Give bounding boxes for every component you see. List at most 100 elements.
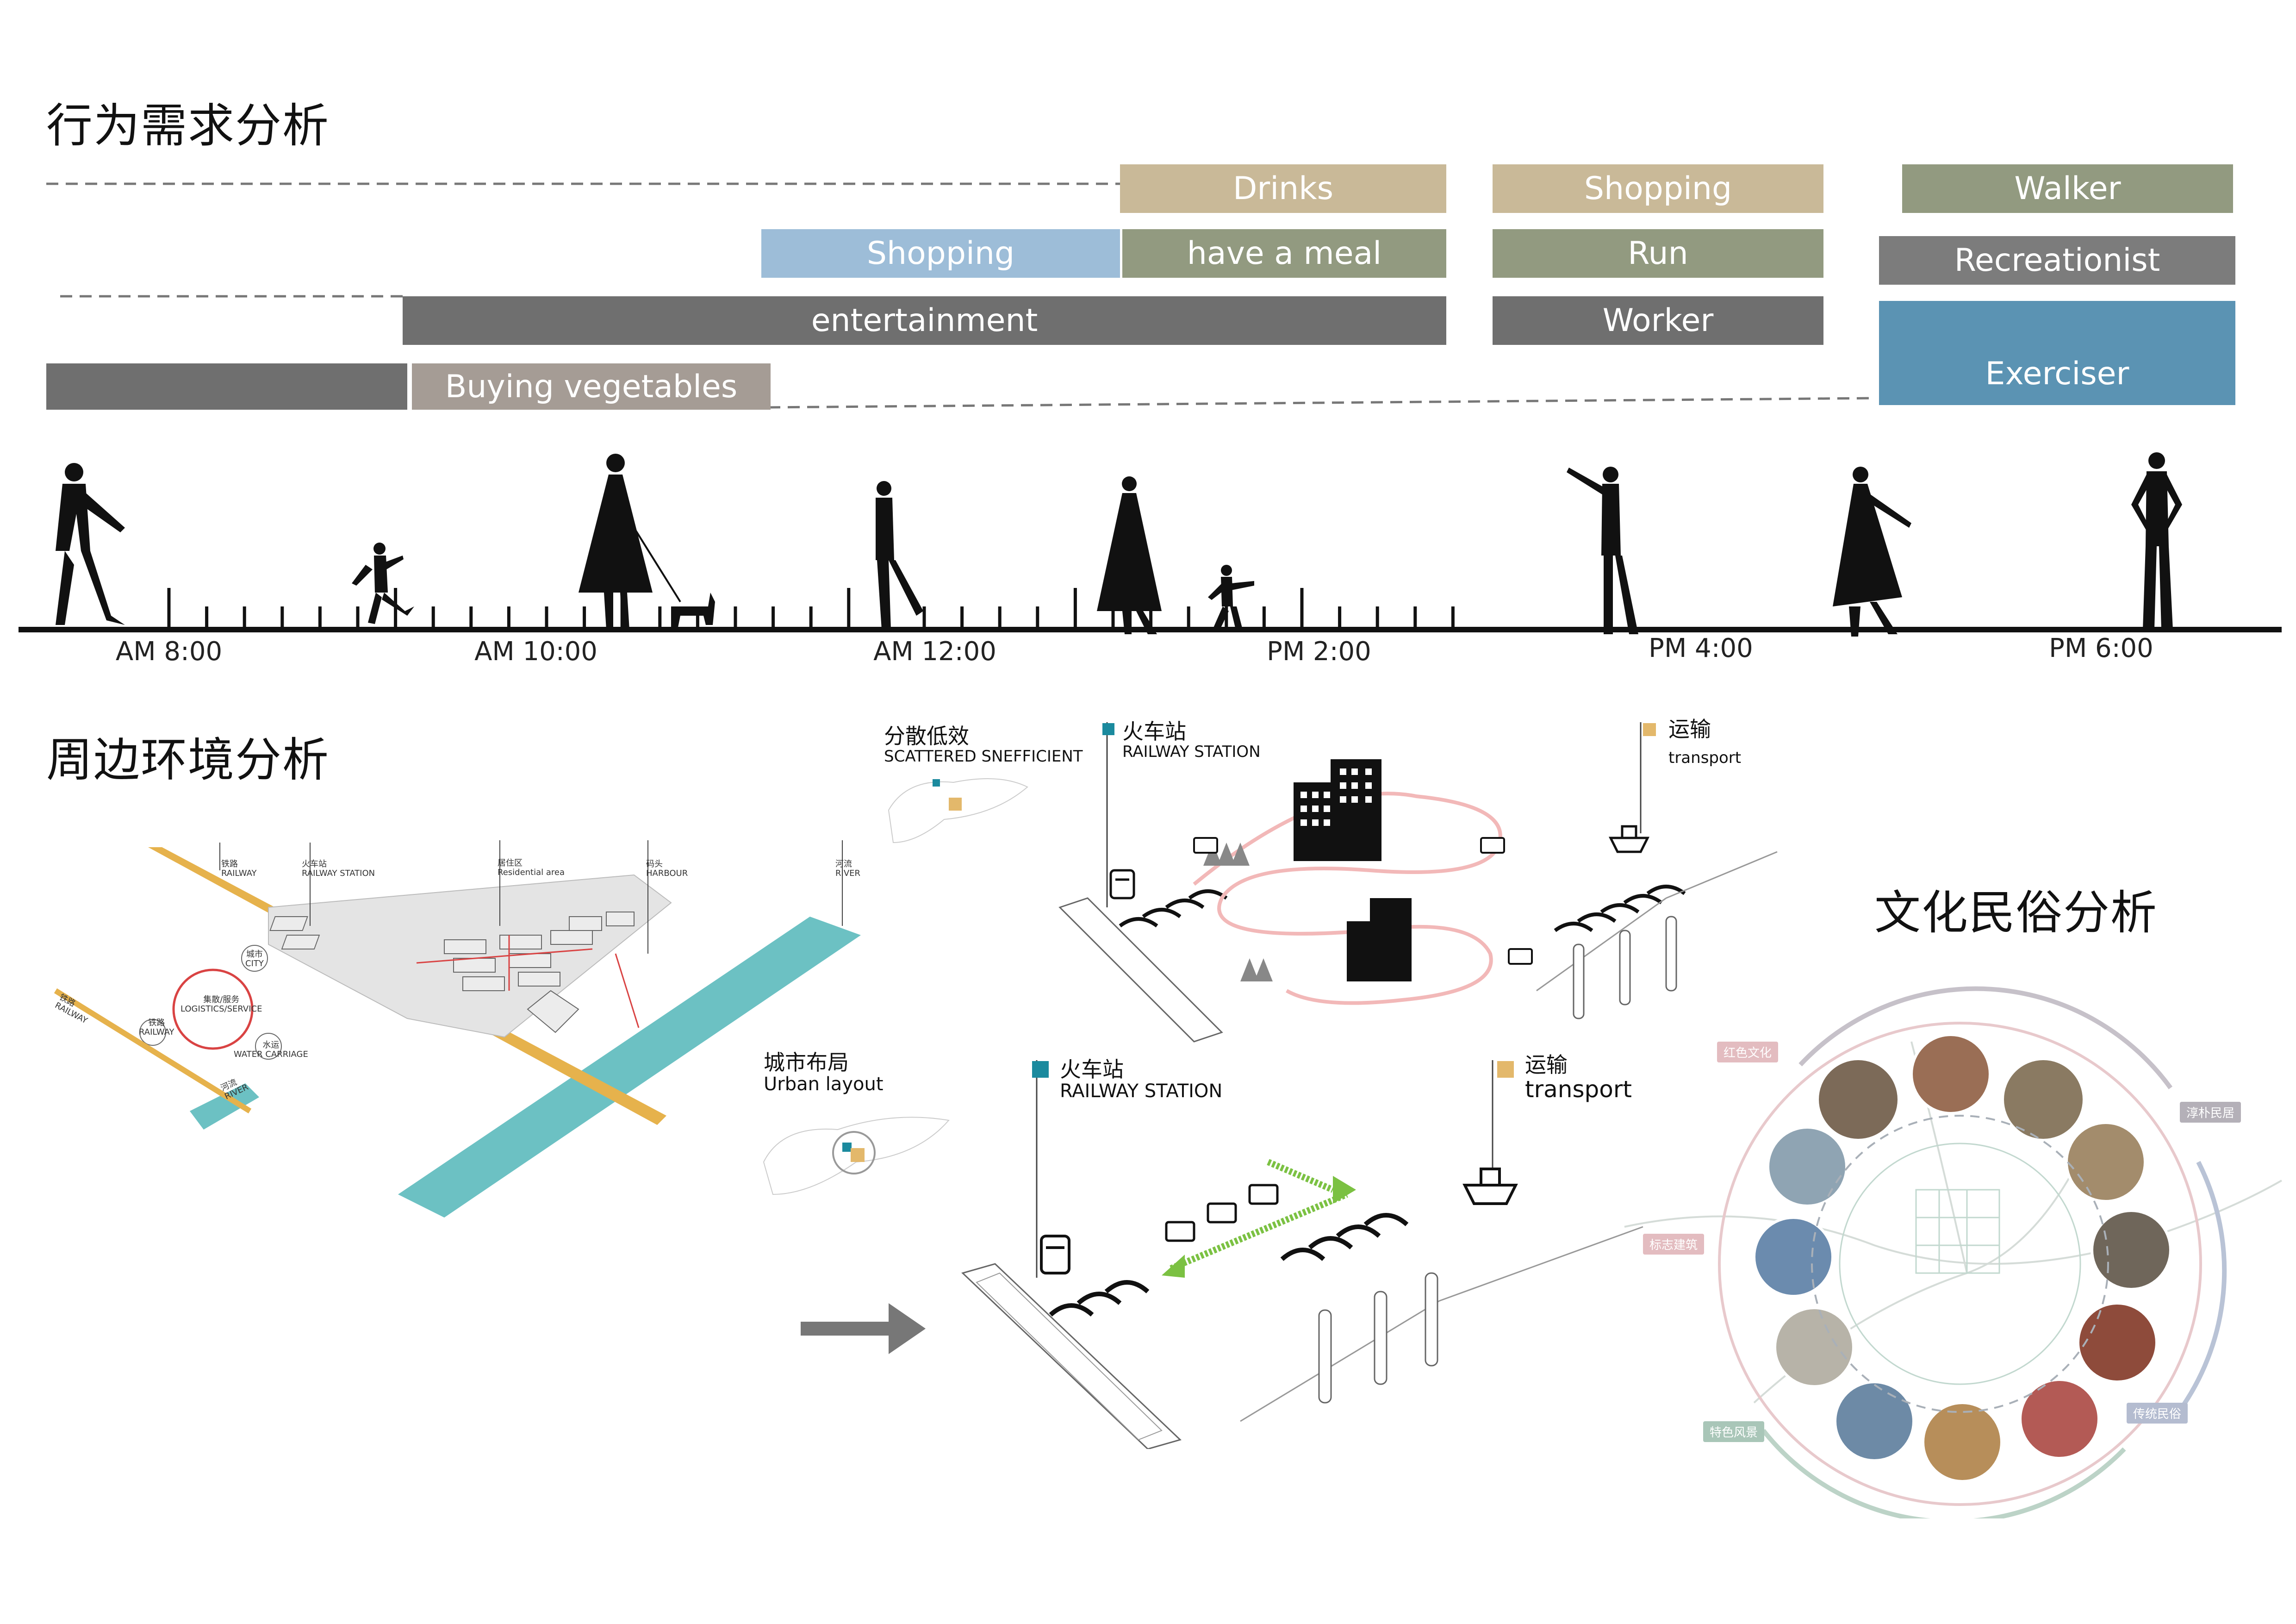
warehouse-rows-right <box>1280 1213 1409 1261</box>
photo-scenery-2 <box>1834 1380 1915 1462</box>
photo-folk-house-2 <box>2065 1121 2147 1203</box>
bar-worker: Worker <box>1493 296 1823 345</box>
warehouse-rows-left <box>1119 889 1228 928</box>
woman-walking-dog-icon <box>579 454 715 630</box>
scattered-label: 分散低效 SCATTERED SNEFFICIENT <box>884 724 1083 766</box>
photo-landmark-2 <box>1753 1216 1834 1298</box>
dashed-guides <box>46 182 1875 409</box>
river <box>398 917 861 1218</box>
small-railway <box>54 988 252 1114</box>
tag-folk-house: 淳朴民居 <box>2180 1102 2241 1123</box>
photo-folk-house-1 <box>2001 1057 2085 1142</box>
logistics-circle <box>172 968 254 1050</box>
bar-walker: Walker <box>1902 164 2233 213</box>
ship-icon <box>1462 1168 1518 1205</box>
city-circle <box>241 945 268 972</box>
culture-wheel <box>1624 986 2282 1518</box>
building-blocks <box>269 912 635 1033</box>
section-title-culture: 文化民俗分析 <box>1874 886 2158 940</box>
bar-unlabeled-early <box>46 363 407 410</box>
piers <box>1573 916 1677 1019</box>
flow-arrows <box>416 935 640 1028</box>
town-grid <box>1839 1143 2081 1385</box>
water-circle <box>255 1033 282 1060</box>
tag-scenery: 特色风景 <box>1703 1421 1765 1442</box>
time-label: AM 10:00 <box>474 637 597 667</box>
bar-buying-vegetables: Buying vegetables <box>412 363 771 410</box>
person-waving-icon <box>1567 467 1638 634</box>
tree-icons <box>1203 843 1273 981</box>
urban-layout-mini-map <box>763 1117 950 1195</box>
bar-run: Run <box>1493 229 1823 278</box>
photo-red-culture-2 <box>1910 1033 1991 1115</box>
woman-walking-icon <box>1097 476 1162 634</box>
scattered-mini-map <box>888 778 1028 843</box>
transition-arrow-icon <box>801 1303 926 1354</box>
tag-red-culture: 红色文化 <box>1717 1042 1779 1062</box>
culture-photos <box>1753 1033 2172 1483</box>
tag-landmark: 标志建筑 <box>1643 1234 1705 1255</box>
site-axonometric-map <box>54 840 861 1218</box>
photo-folk-house-3 <box>2091 1209 2172 1291</box>
time-label: PM 6:00 <box>2049 633 2153 663</box>
bar-drinks: Drinks <box>1120 164 1446 213</box>
time-label: AM 8:00 <box>115 637 223 667</box>
bar-shopping-right: Shopping <box>1493 164 1823 213</box>
green-flow-arrow <box>1162 1159 1356 1278</box>
photo-tradition-1 <box>2077 1302 2158 1383</box>
child-running-icon <box>352 543 414 624</box>
bar-exerciser: Exerciser <box>1879 301 2235 405</box>
truck-icons <box>1165 1184 1279 1242</box>
city-building-icon <box>1347 898 1412 981</box>
truck-icons <box>1193 837 1533 965</box>
photo-tradition-2 <box>2019 1378 2100 1460</box>
station-label-top: 火车站 RAILWAY STATION <box>1122 719 1261 761</box>
photo-red-culture-3 <box>1767 1126 1848 1207</box>
consolidated-diagram <box>961 1060 1643 1449</box>
photo-scenery-1 <box>1922 1401 2003 1483</box>
woman-walking-icon <box>1833 467 1911 637</box>
small-river <box>190 1083 259 1130</box>
timeline <box>19 452 2282 637</box>
bar-have-a-meal: have a meal <box>1122 229 1446 278</box>
photo-red-culture-1 <box>1816 1057 1900 1142</box>
bar-entertainment: entertainment <box>403 296 1446 345</box>
child-running-icon <box>1208 565 1254 631</box>
person-standing-icon <box>2131 452 2182 630</box>
scattered-diagram <box>1058 722 1778 1043</box>
urban-layout-label: 城市布局 Urban layout <box>764 1050 884 1095</box>
warehouse-rows-left <box>1049 1280 1150 1317</box>
tag-tradition: 传统民俗 <box>2127 1403 2188 1424</box>
bar-recreationist: Recreationist <box>1879 236 2235 285</box>
train-icon <box>1040 1235 1070 1274</box>
time-label: AM 12:00 <box>873 637 996 667</box>
section-title-surroundings: 周边环境分析 <box>46 733 330 787</box>
railway-circle <box>139 1019 166 1046</box>
photo-landmark-1 <box>1773 1306 1855 1388</box>
silhouettes <box>56 452 2182 637</box>
time-label: PM 4:00 <box>1649 633 1753 663</box>
section-title-behavior: 行为需求分析 <box>46 99 330 153</box>
transport-label-top: 运输 transport <box>1668 717 1742 767</box>
station-label-bottom: 火车站 RAILWAY STATION <box>1060 1057 1223 1102</box>
person-walking-icon <box>56 463 125 625</box>
person-walking-icon <box>876 481 923 630</box>
bar-shopping-mid: Shopping <box>761 229 1120 278</box>
train-icon <box>1109 869 1135 899</box>
piers <box>1318 1272 1438 1404</box>
warehouse-rows-right <box>1554 885 1686 932</box>
route-loop <box>1193 792 1502 1005</box>
land-block <box>268 874 672 1038</box>
transport-label-bottom: 运输 transport <box>1525 1052 1632 1103</box>
ship-icon <box>1608 825 1650 853</box>
timeline-ticks <box>167 588 1455 630</box>
